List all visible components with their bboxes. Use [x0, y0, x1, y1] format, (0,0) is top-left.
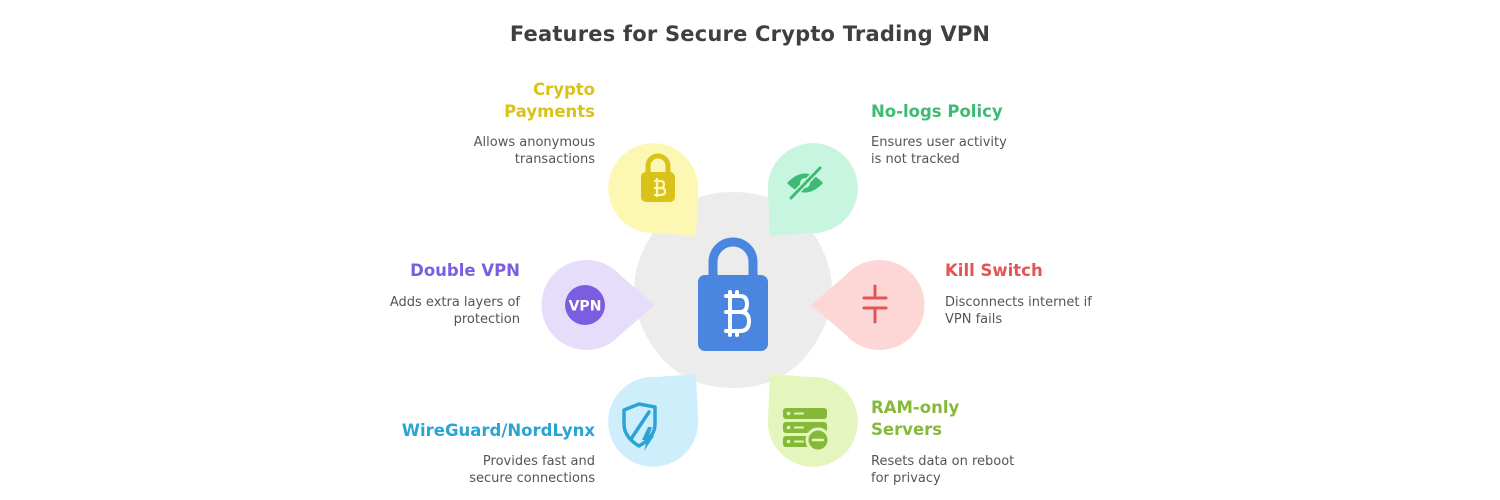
petal-kill-switch	[811, 260, 925, 350]
shield-lightning-icon	[622, 402, 657, 451]
petal-ram-only	[767, 374, 858, 467]
feature-title-wireguard: WireGuard/NordLynx	[401, 421, 595, 440]
feature-desc-kill-switch: Disconnects internet if VPN fails	[945, 295, 1092, 327]
feature-desc-no-logs: Ensures user activity is not tracked	[871, 135, 1007, 167]
kill-switch-icon	[862, 284, 888, 324]
vpn-badge-icon: VPN	[565, 285, 605, 325]
feature-title-ram-only: RAM-only Servers	[871, 398, 960, 439]
feature-desc-crypto-payments: Allows anonymous transactions	[473, 135, 595, 167]
diagram-title: Features for Secure Crypto Trading VPN	[509, 22, 991, 46]
feature-title-crypto-payments: Crypto Payments	[504, 80, 595, 121]
feature-desc-ram-only: Resets data on reboot for privacy	[871, 454, 1015, 486]
petal-wireguard	[608, 374, 699, 467]
feature-title-double-vpn: Double VPN	[410, 261, 520, 280]
feature-title-kill-switch: Kill Switch	[945, 261, 1043, 280]
svg-text:VPN: VPN	[569, 299, 602, 315]
feature-desc-double-vpn: Adds extra layers of protection	[389, 295, 520, 327]
bitcoin-padlock-icon	[698, 237, 768, 351]
feature-desc-wireguard: Provides fast and secure connections	[469, 454, 595, 486]
server-minus-icon	[783, 408, 831, 453]
feature-title-no-logs: No-logs Policy	[871, 102, 1003, 121]
eye-off-icon	[787, 165, 823, 201]
bitcoin-lock-icon	[641, 153, 675, 202]
